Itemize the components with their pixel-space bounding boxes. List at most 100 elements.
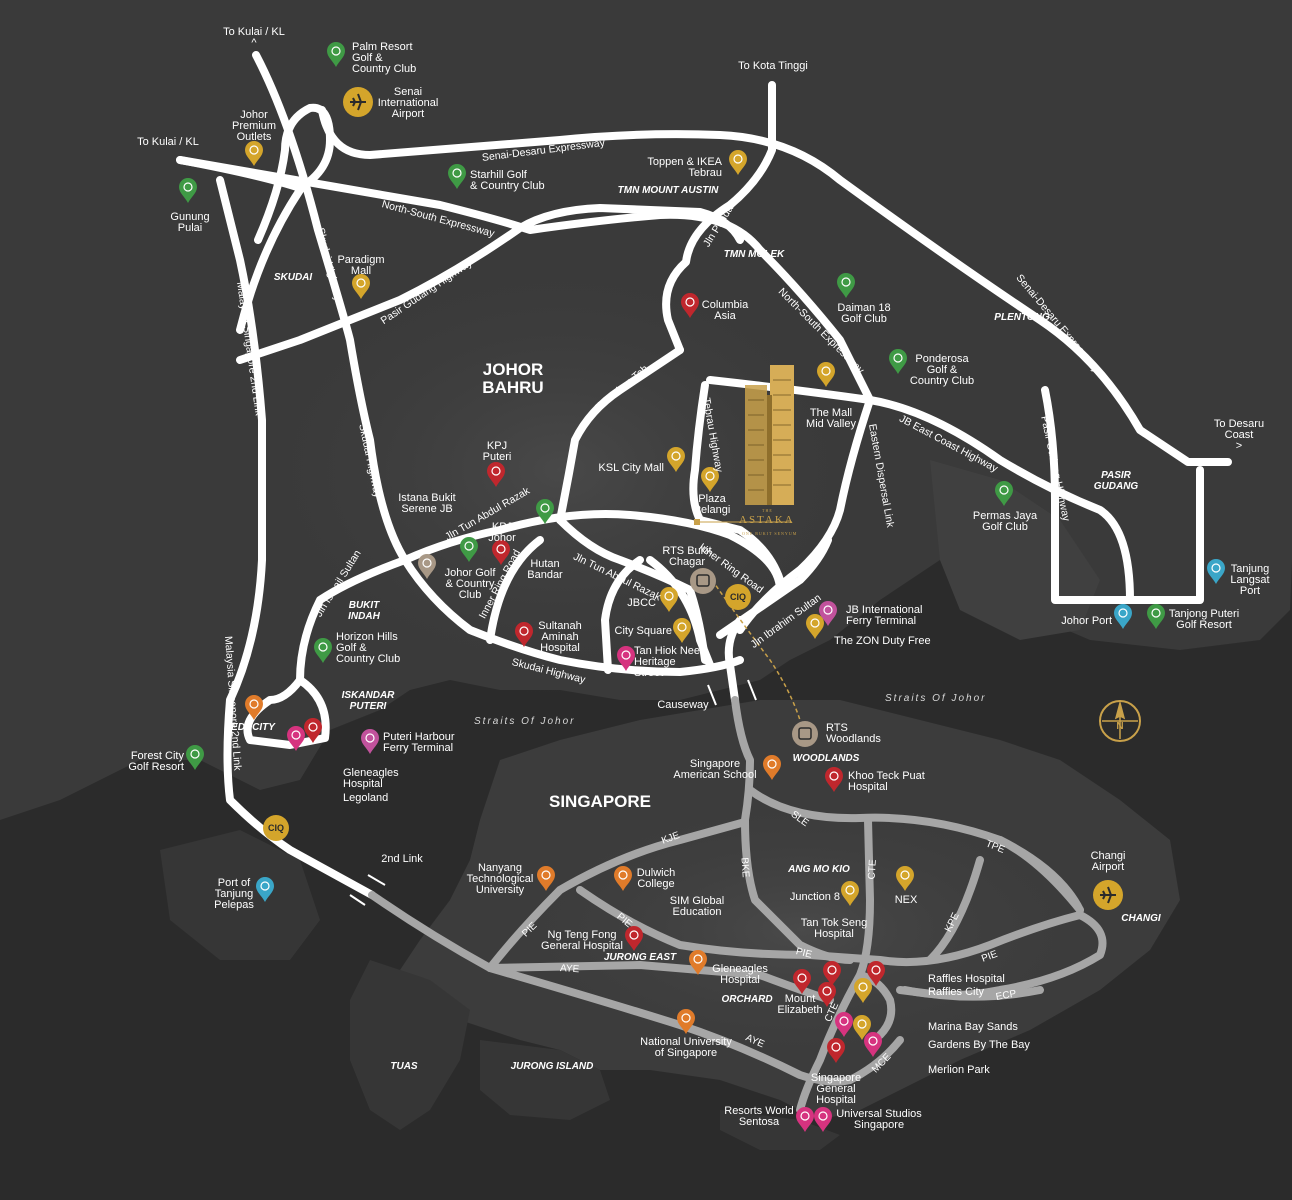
region-singapore: SINGAPORE [548,792,652,811]
permas-jaya-pin-icon[interactable] [995,481,1013,506]
mount-elizabeth-pin-icon[interactable] [818,982,836,1007]
junction8-pin-icon[interactable] [841,881,859,906]
starhill-pin-icon[interactable] [448,164,466,189]
straits-of-johor-east: Straits Of Johor [885,693,987,704]
rts-bukit-chagar-icon [690,568,716,594]
johor-golf-pin-icon[interactable] [460,537,478,562]
ntfgh-pin-icon[interactable] [625,926,643,951]
label-kpj-puteri: KPJ Puteri [482,440,512,463]
raffles-city-pin-icon[interactable] [854,978,872,1003]
rws-pin-icon[interactable] [796,1107,814,1132]
label-johor-golf: Johor Golf & Country Club [444,567,496,601]
columbia-pin-icon[interactable] [681,293,699,318]
sgh-pin-icon[interactable] [827,1038,845,1063]
area-iskandar-puteri: ISKANDAR PUTERI [341,690,395,712]
label-gleneagles-sg: Gleneagles Hospital [712,963,768,986]
tan-hiok-nee-pin-icon[interactable] [617,646,635,671]
second-link-marks [349,874,386,906]
tanjong-puteri-pin-icon[interactable] [1147,604,1165,629]
dulwich-pin-icon[interactable] [614,866,632,891]
malaysia-roads [176,51,1232,899]
forest-city-pin-icon[interactable] [186,745,204,770]
tebrau-highway [689,381,784,584]
to-kulai-kl-top: To Kulai / KL ^ [223,26,285,49]
area-changi: CHANGI [1121,913,1161,924]
label-sultanah-aminah: Sultanah Aminah Hospital [538,620,582,654]
area-orchard: ORCHARD [721,994,773,1005]
educity-pin-icon[interactable] [245,695,263,720]
istana-pin-icon[interactable] [418,554,436,579]
zon-pin-icon[interactable] [806,614,824,639]
jln-kebun-teh [556,346,684,524]
label-nus: National University of Singapore [640,1036,732,1059]
ttsh-pin-icon[interactable] [823,961,841,986]
road-bke: BKE [738,857,751,878]
label-junction8: Junction 8 [789,891,840,903]
causeway-marks [707,679,757,706]
pelepas-land [160,830,320,960]
rts-stations [690,568,818,747]
area-plentong: PLENTONG [994,312,1050,323]
label-jbcc: JBCC [627,597,656,609]
gunung-pulai-pin-icon[interactable] [179,178,197,203]
poi-markers [179,42,1225,1132]
ntu-pin-icon[interactable] [537,866,555,891]
ksl-pin-icon[interactable] [667,447,685,472]
sultanah-aminah-pin-icon[interactable] [515,622,533,647]
the-astaka-tower[interactable] [694,365,794,525]
senai-desaru-expressway [318,106,1232,466]
city-square-pin-icon[interactable] [673,618,691,643]
mall-mid-valley-pin-icon[interactable] [817,362,835,387]
jb-ferry-pin-icon[interactable] [819,601,837,626]
astaka-title: ASTAKA [739,514,795,526]
nse-top-loop [176,103,334,244]
mbs-pin-icon[interactable] [853,1015,871,1040]
ponderosa-pin-icon[interactable] [889,349,907,374]
uss-pin-icon[interactable] [814,1107,832,1132]
sim-pin-icon[interactable] [689,950,707,975]
kpj-johor-pin-icon[interactable] [492,540,510,565]
raffles-hospital-pin-icon[interactable] [867,961,885,986]
label-rts-woodlands: RTS Woodlands [826,722,881,745]
label-ksl: KSL City Mall [598,462,664,474]
senai-airplane-icon [350,93,366,111]
nex-pin-icon[interactable] [896,866,914,891]
khoo-teck-puat-pin-icon[interactable] [825,767,843,792]
sas-pin-icon[interactable] [763,755,781,780]
daiman-pin-icon[interactable] [837,273,855,298]
area-jurong-east: JURONG EAST [603,952,677,963]
johor-port-pin-icon[interactable] [1114,604,1132,629]
gardens-pin-icon[interactable] [864,1032,882,1057]
label-tanjung-langsat: Tanjung Langsat Port [1230,563,1270,597]
gleneagles-sg-pin-icon[interactable] [793,969,811,994]
kpj-puteri-pin-icon[interactable] [487,462,505,487]
label-zon: The ZON Duty Free [834,635,931,647]
merlion-pin-icon[interactable] [835,1012,853,1037]
palm-resort-pin-icon[interactable] [327,42,345,67]
toppen-ikea-pin-icon[interactable] [729,150,747,175]
label-gunung-pulai: Gunung Pulai [170,211,210,234]
pasir-gudang-highway [236,204,744,364]
port-tanjung-pelepas-pin-icon[interactable] [256,877,274,902]
horizon-hills-pin-icon[interactable] [314,638,332,663]
gleneagles-jb-pin-icon[interactable] [304,718,322,743]
legoland-pin-icon[interactable] [287,726,305,751]
plaza-pelangi-pin-icon[interactable] [701,467,719,492]
tanjung-langsat-pin-icon[interactable] [1207,559,1225,584]
puteri-harbour-pin-icon[interactable] [361,729,379,754]
aye [368,891,854,1086]
johor-premium-pin-icon[interactable] [245,141,263,166]
region-johor-bahru: JOHOR BAHRU [482,360,544,397]
label-nex: NEX [894,894,918,906]
ciq-2ndlink-badge [263,815,289,841]
label-city-square: City Square [614,625,672,637]
mce [846,1036,904,1084]
nus-pin-icon[interactable] [677,1009,695,1034]
label-toppen-ikea: Toppen & IKEA Tebrau [647,156,722,179]
paradigm-pin-icon[interactable] [352,274,370,299]
hutan-bandar-pin-icon[interactable] [536,499,554,524]
label-palm-resort: Palm Resort Golf & Country Club [352,41,417,75]
jbcc-pin-icon[interactable] [660,587,678,612]
label-tanjong-puteri: Tanjong Puteri Golf Resort [1168,608,1240,631]
